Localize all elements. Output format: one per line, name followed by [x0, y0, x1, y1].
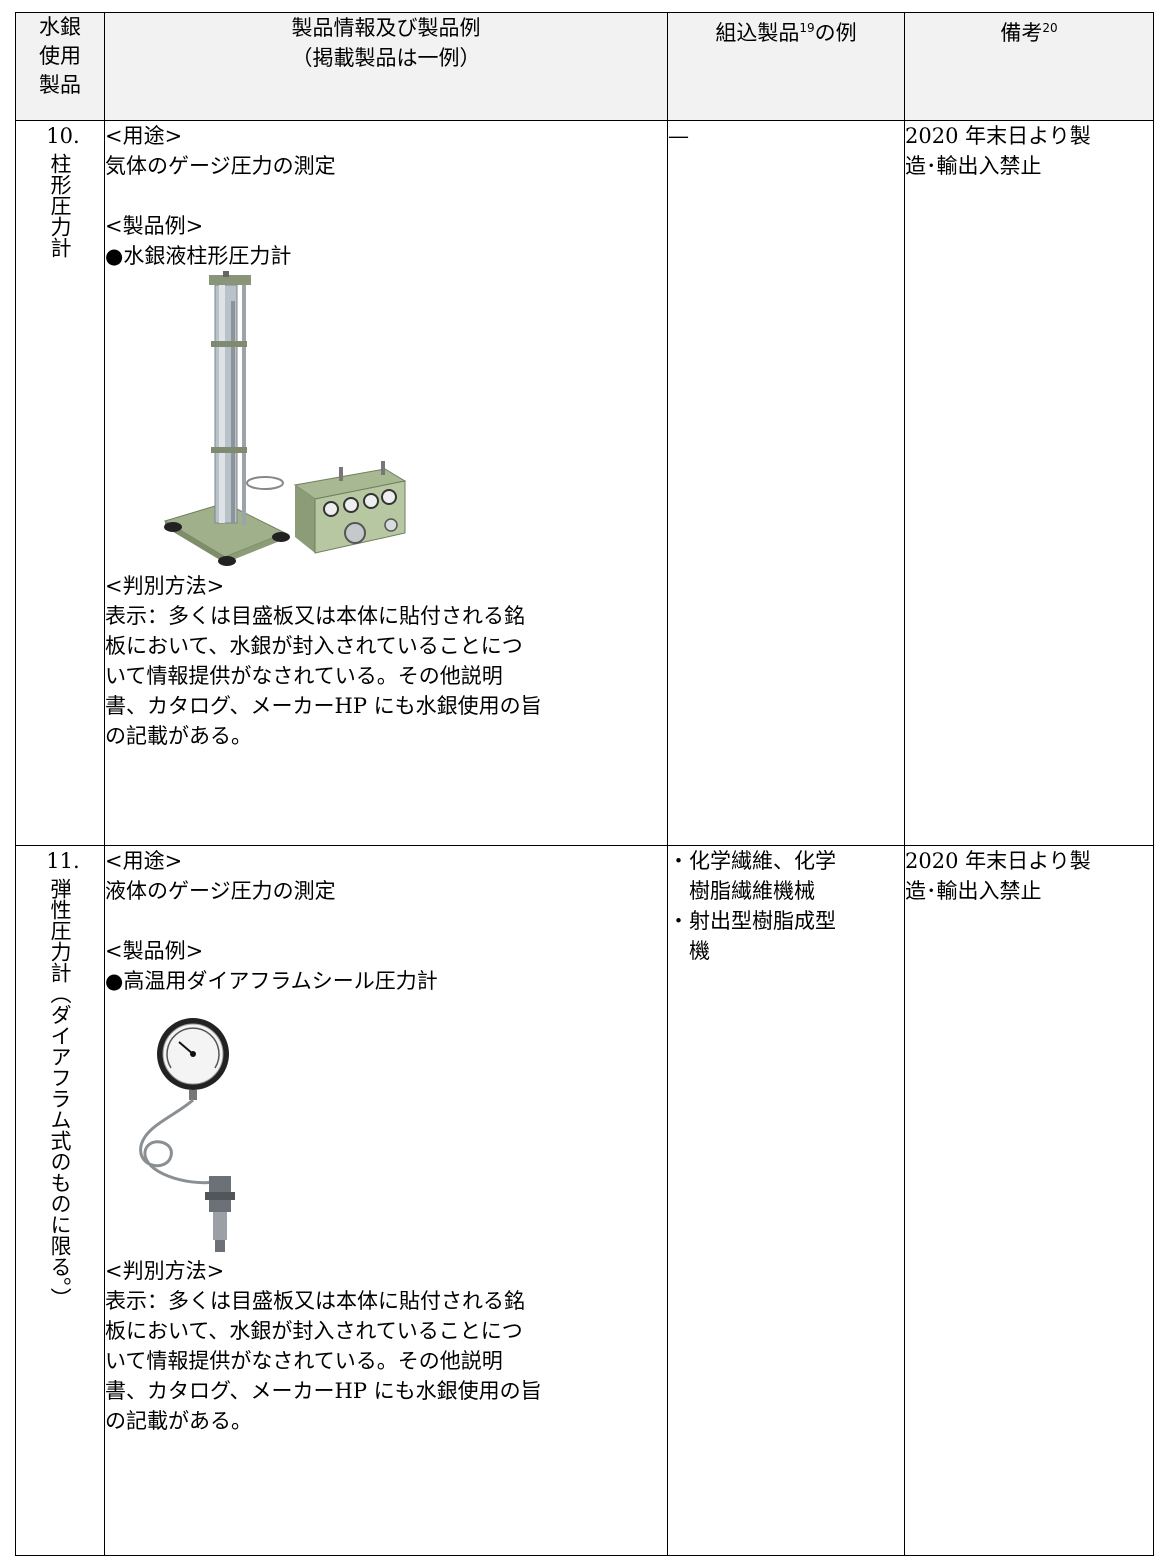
component-line: 機 [668, 939, 710, 963]
mercury-products-table: 水銀 使用 製品 製品情報及び製品例 （掲載製品は一例） 組込製品19の例 備考… [15, 12, 1154, 1556]
product-name-cell: 10. 柱形圧力計 [15, 120, 105, 846]
notes-cell: 2020 年末日より製 造･輸出入禁止 [904, 120, 1154, 846]
diaphragm-seal-gauge-photo [105, 996, 667, 1256]
mercury-manometer-photo [105, 271, 667, 571]
component-line: ・化学繊維、化学 [668, 849, 836, 873]
header-components: 組込製品19の例 [667, 12, 905, 121]
method-line: いて情報提供がなされている。その他説明 [105, 1349, 503, 1373]
method-line: の記載がある。 [105, 724, 252, 748]
product-name: 弾性圧力計（ダイアフラム式のものに限る。） [48, 878, 72, 1309]
header-row: 水銀 使用 製品 製品情報及び製品例 （掲載製品は一例） 組込製品19の例 備考… [15, 12, 1154, 121]
method-line: 書、カタログ、メーカーHP にも水銀使用の旨 [105, 1379, 542, 1403]
notes-cell: 2020 年末日より製 造･輸出入禁止 [904, 845, 1154, 1556]
example-text: ●水銀液柱形圧力計 [105, 244, 292, 268]
example-heading: <製品例> [105, 939, 204, 963]
method-line: 表示：多くは目盛板又は本体に貼付される銘 [105, 604, 525, 628]
method-line: 書、カタログ、メーカーHP にも水銀使用の旨 [105, 694, 542, 718]
header-notes: 備考20 [904, 12, 1154, 121]
product-number: 11. [46, 849, 80, 873]
method-line: 板において、水銀が封入されていることにつ [105, 1319, 523, 1343]
method-heading: <判別方法> [105, 1259, 225, 1283]
use-text: 気体のゲージ圧力の測定 [105, 154, 336, 178]
use-text: 液体のゲージ圧力の測定 [105, 879, 336, 903]
components-cell: — [667, 120, 905, 846]
component-item: — [668, 124, 689, 148]
product-number: 10. [46, 124, 80, 148]
note-line: 2020 年末日より製 [905, 849, 1091, 873]
note-line: 2020 年末日より製 [905, 124, 1091, 148]
table-row: 10. 柱形圧力計 <用途> 気体のゲージ圧力の測定 <製品例> ●水銀液柱形圧… [15, 120, 1154, 846]
use-heading: <用途> [105, 849, 183, 873]
note-line: 造･輸出入禁止 [905, 154, 1042, 178]
table-row: 11. 弾性圧力計（ダイアフラム式のものに限る。） <用途> 液体のゲージ圧力の… [15, 845, 1154, 1556]
method-line: 表示：多くは目盛板又は本体に貼付される銘 [105, 1289, 525, 1313]
note-line: 造･輸出入禁止 [905, 879, 1042, 903]
method-line: 板において、水銀が封入されていることにつ [105, 634, 523, 658]
use-heading: <用途> [105, 124, 183, 148]
product-info-cell: <用途> 気体のゲージ圧力の測定 <製品例> ●水銀液柱形圧力計 [104, 120, 668, 846]
components-cell: ・化学繊維、化学 樹脂繊維機械 ・射出型樹脂成型 機 [667, 845, 905, 1556]
header-product-info: 製品情報及び製品例 （掲載製品は一例） [104, 12, 668, 121]
method-line: の記載がある。 [105, 1409, 252, 1433]
component-line: 樹脂繊維機械 [668, 879, 815, 903]
product-name-cell: 11. 弾性圧力計（ダイアフラム式のものに限る。） [15, 845, 105, 1556]
header-mercury-product: 水銀 使用 製品 [15, 12, 105, 121]
product-info-cell: <用途> 液体のゲージ圧力の測定 <製品例> ●高温用ダイアフラムシール圧力計 [104, 845, 668, 1556]
example-text: ●高温用ダイアフラムシール圧力計 [105, 969, 438, 993]
example-heading: <製品例> [105, 214, 204, 238]
method-heading: <判別方法> [105, 574, 225, 598]
component-line: ・射出型樹脂成型 [668, 909, 836, 933]
product-name: 柱形圧力計 [48, 153, 72, 258]
method-line: いて情報提供がなされている。その他説明 [105, 664, 503, 688]
